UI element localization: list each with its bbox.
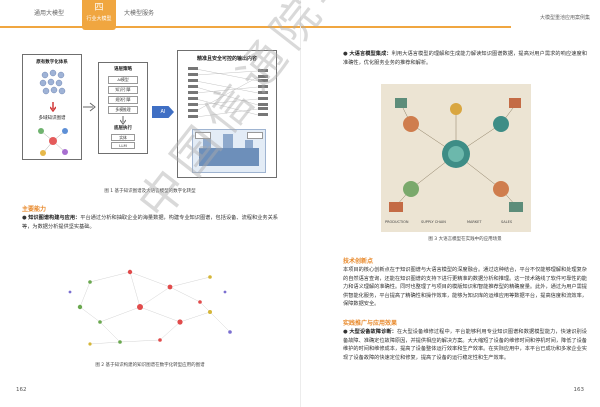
section-title-innovation: 技术创新点 xyxy=(343,258,374,265)
figure-1-caption: 图 1 基于知识图谱及大语言模型的数字化转型 xyxy=(104,189,196,194)
header-tabs: 通用大模型 四 行业大模型 大模型服务 xyxy=(0,0,300,30)
arrow-down-icon xyxy=(50,102,56,112)
running-header: 大模型重池应用案例集 xyxy=(539,15,590,21)
header-rule xyxy=(301,26,511,28)
page-number-left: 162 xyxy=(16,387,27,393)
tab-model-service[interactable]: 大模型服务 xyxy=(124,10,155,17)
tab-industry-model[interactable]: 四 行业大模型 xyxy=(82,0,116,30)
left-page: 通用大模型 四 行业大模型 大模型服务 原有数字化体系 多域知识图谱 xyxy=(0,0,300,407)
bullet-icon: ● xyxy=(343,329,350,335)
paragraph-fault-diagnosis: ● 大型设备故障诊断：在大型设备维修过程中，平台能够利用专业知识图谱和数据模型能… xyxy=(343,329,587,361)
label-production: PRODUCTION xyxy=(385,220,409,224)
paragraph-kg-construction: ● 知识图谱构建与应用：平台通过分析和抽取企业的海量数据，构建专业知识图谱，包括… xyxy=(22,215,278,230)
arrow-right-icon xyxy=(83,102,96,112)
digital-system-box: 原有数字化体系 多域知识图谱 xyxy=(22,54,82,160)
network-hub-graphic xyxy=(389,98,523,212)
figure-2-caption: 图 2 基于知识构建的知识图谱在数字化转型应用的图谱 xyxy=(95,363,205,368)
arrow-down-icon xyxy=(120,116,126,125)
paragraph-innovation: 本项目的核心创新点在于知识图谱与大语言模型的深度融合。通过这种结合，平台不仅能够… xyxy=(343,267,587,308)
section-title-application: 实践推广与应用效果 xyxy=(343,320,398,327)
label-sales: SALES xyxy=(501,220,513,224)
output-flow-diagram xyxy=(188,67,268,118)
data-cube-graphic xyxy=(39,69,66,95)
page-number-right: 163 xyxy=(573,387,585,393)
chapter-icon: 四 xyxy=(94,3,104,13)
header-rule xyxy=(0,26,300,28)
llm-scenario-illustration: PRODUCTION SUPPLY CHAIN MARKET SALES xyxy=(381,84,531,232)
paragraph-llm-integration: ● 大语言模型集成：利用大语言模型的理解和生成能力解读知识图谱数据，提高对用户需… xyxy=(343,51,587,66)
tab-general-model[interactable]: 通用大模型 xyxy=(34,10,65,17)
figure-3-caption: 图 3 大语言模型在实践中的应用场景 xyxy=(428,237,502,242)
right-page: 大模型重池应用案例集 ● 大语言模型集成：利用大语言模型的理解和生成能力解读知识… xyxy=(300,0,600,407)
factory-illustration xyxy=(192,129,266,173)
bullet-icon: ● xyxy=(343,51,350,57)
label-supply-chain: SUPPLY CHAIN xyxy=(421,220,446,224)
output-content-box: 精准且安全可控的输出内容 xyxy=(177,50,277,178)
knowledge-graph-icon xyxy=(38,128,68,156)
ai-arrow: AI xyxy=(152,106,174,118)
strategy-box: 语层策略 AI模型 知识引擎 规则引擎 多模推理 底层执行 实体 LLM xyxy=(98,62,148,154)
bullet-icon: ● xyxy=(22,215,29,221)
knowledge-graph-figure xyxy=(68,269,232,346)
label-market: MARKET xyxy=(467,220,482,224)
figure-1: 原有数字化体系 多域知识图谱 语层策略 AI模型 知识引擎 规则引擎 多模推理 xyxy=(22,44,278,186)
section-title-capabilities: 主要能力 xyxy=(22,206,47,213)
